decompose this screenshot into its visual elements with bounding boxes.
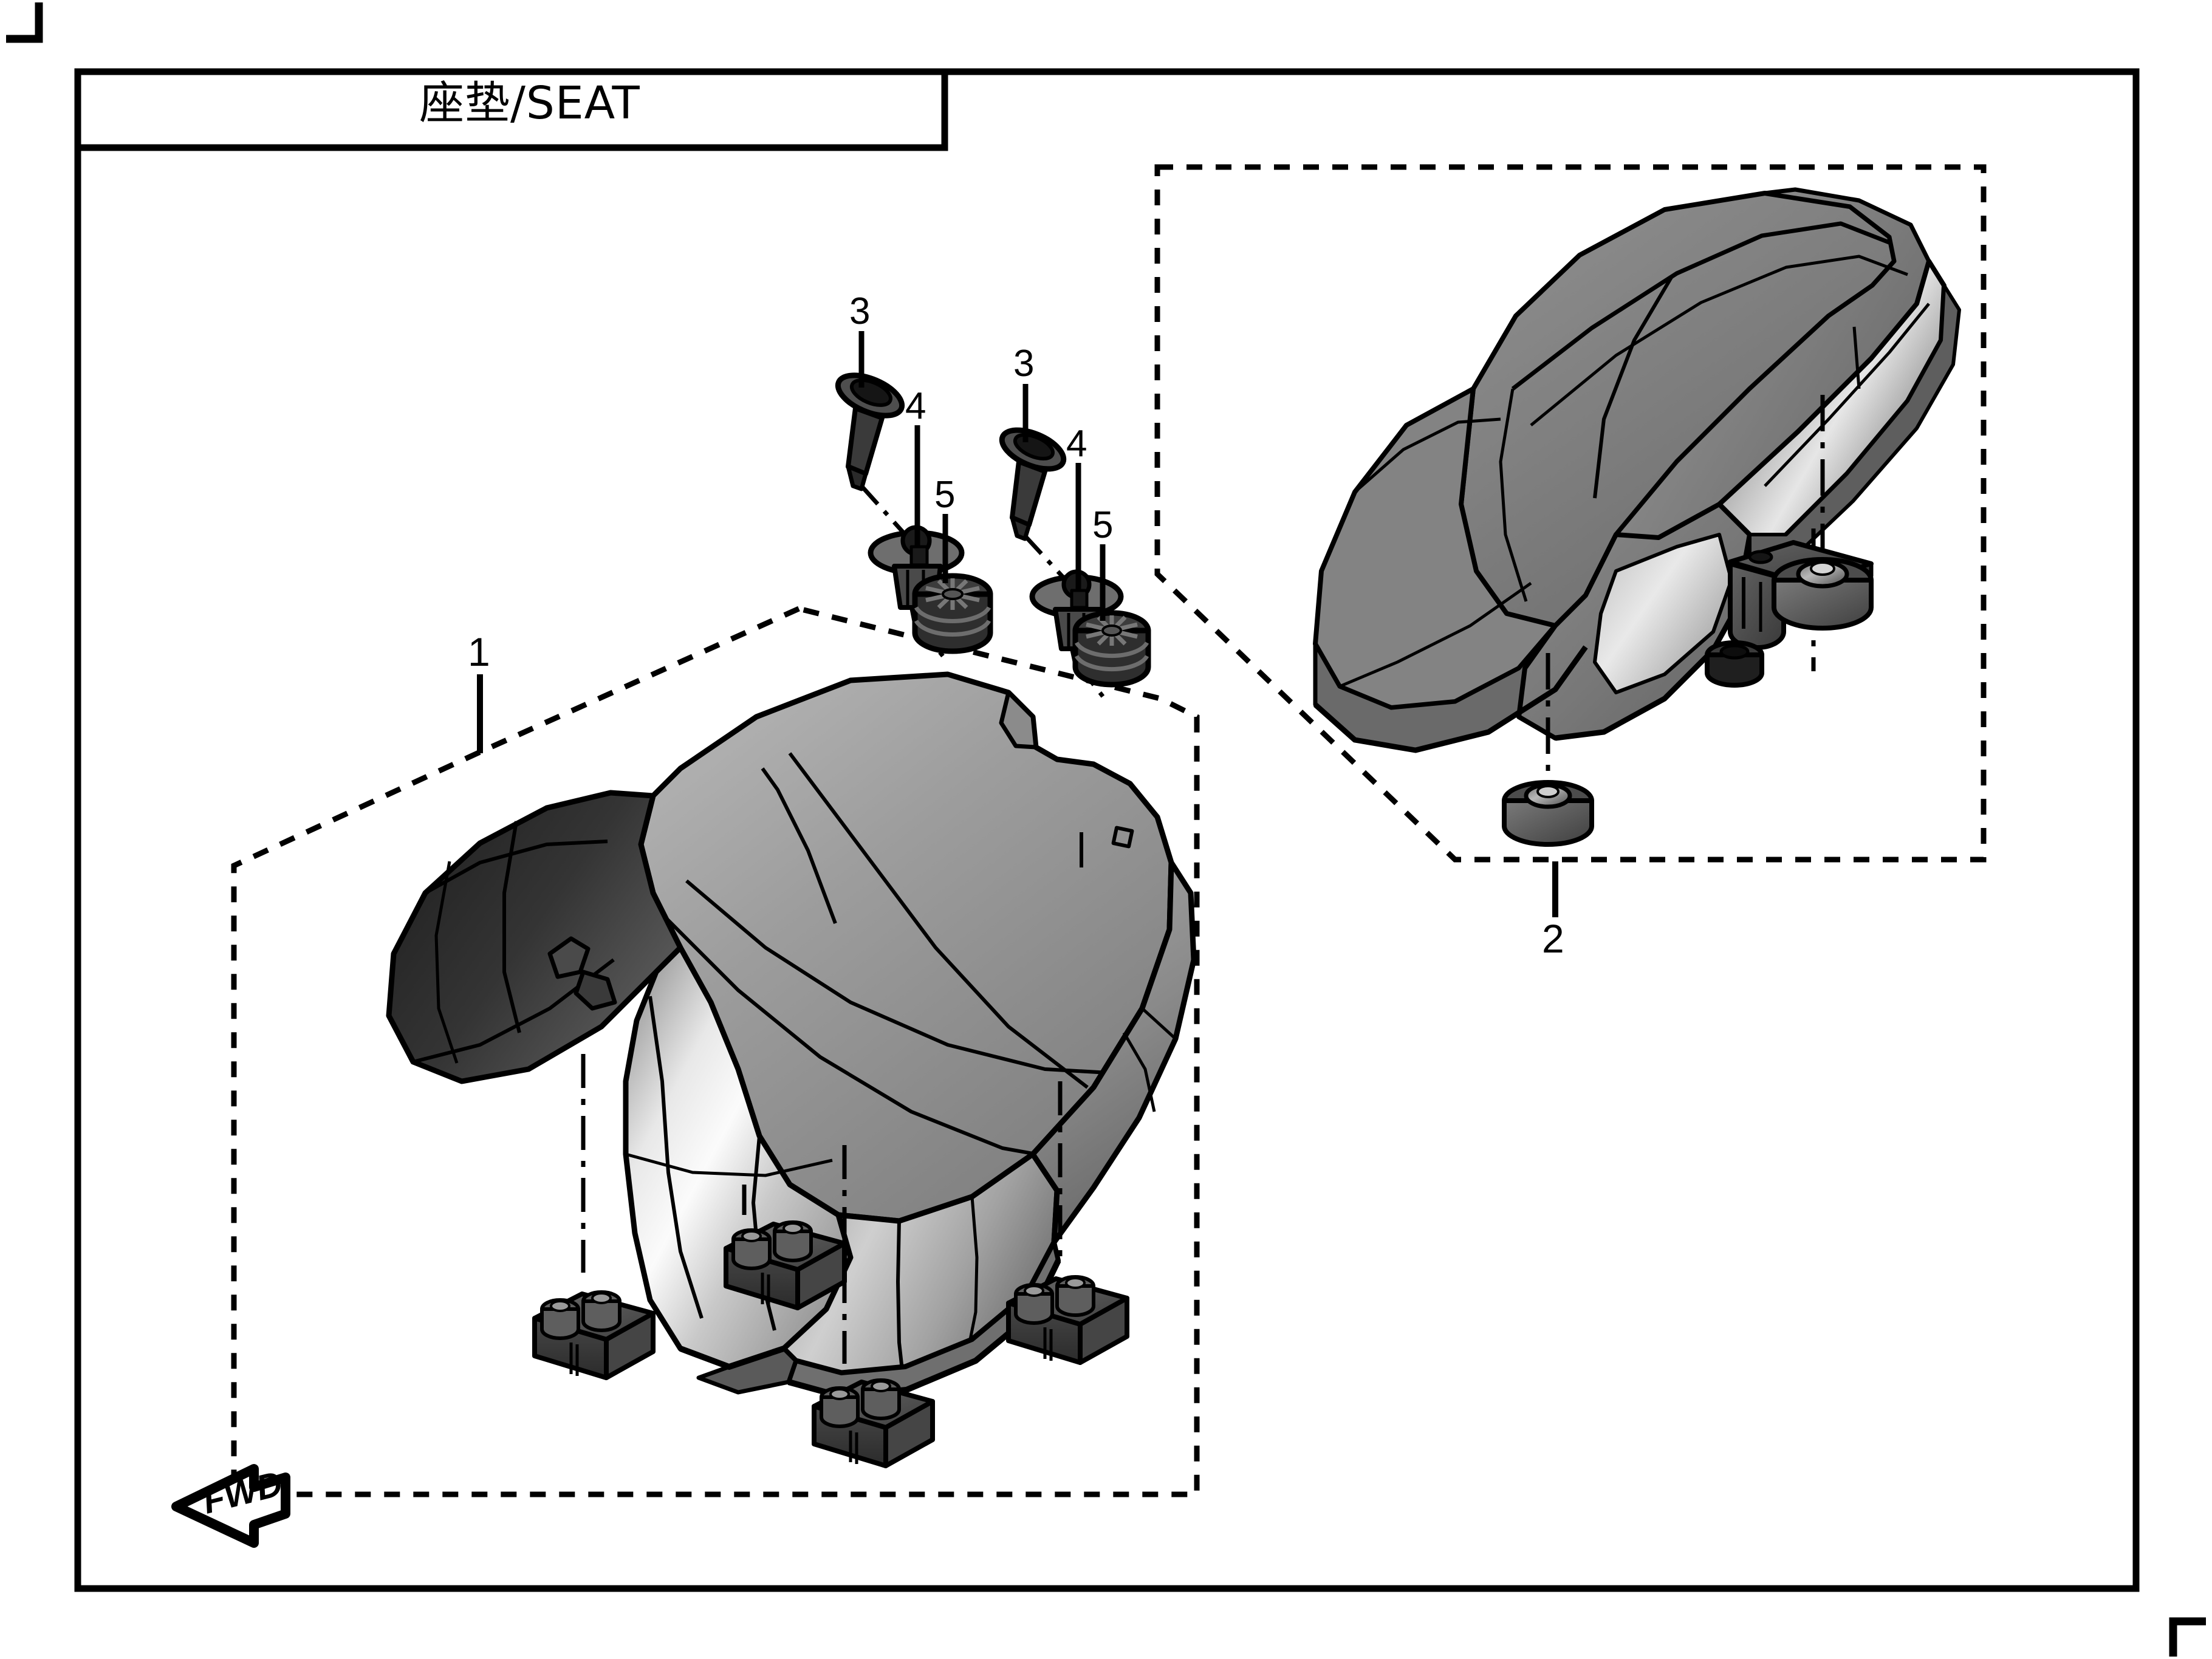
- callout-label-3-left: 3: [849, 290, 871, 332]
- callout-label-4-left: 4: [905, 385, 926, 427]
- rear-seat: [1313, 187, 1961, 753]
- callout-label-1: 1: [468, 629, 490, 674]
- callout-label-3-right: 3: [1013, 343, 1035, 385]
- fwd-arrow-icon: FWD: [171, 1464, 290, 1548]
- callout-label-5-right: 5: [1092, 504, 1114, 546]
- callout-label-5-left: 5: [934, 474, 956, 516]
- drawing-border: [74, 68, 2140, 1592]
- rear-seat-nut: [1705, 640, 1764, 688]
- seat-bolt-right: [999, 427, 1067, 541]
- front-seat-group-outline: [231, 606, 1200, 1497]
- crop-mark-top-left: [6, 2, 43, 43]
- seat-grommet-right: [1072, 610, 1151, 688]
- rear-seat-bumper-right: [1772, 557, 1874, 631]
- page-title: 座垫/SEAT: [419, 77, 640, 129]
- callout-label-4-right: 4: [1066, 423, 1087, 465]
- seat-bolt-left: [835, 372, 905, 491]
- seat-grommet-left: [912, 573, 993, 654]
- callout-leaders: [477, 331, 1558, 917]
- seat-mount-block: [532, 1220, 1129, 1468]
- rear-seat-group-outline: [1154, 164, 1987, 863]
- crop-mark-bottom-right: [2169, 1617, 2206, 1657]
- callout-label-2: 2: [1542, 916, 1564, 961]
- rear-seat-bumper-left: [1502, 780, 1594, 847]
- title-block-box: [74, 68, 948, 151]
